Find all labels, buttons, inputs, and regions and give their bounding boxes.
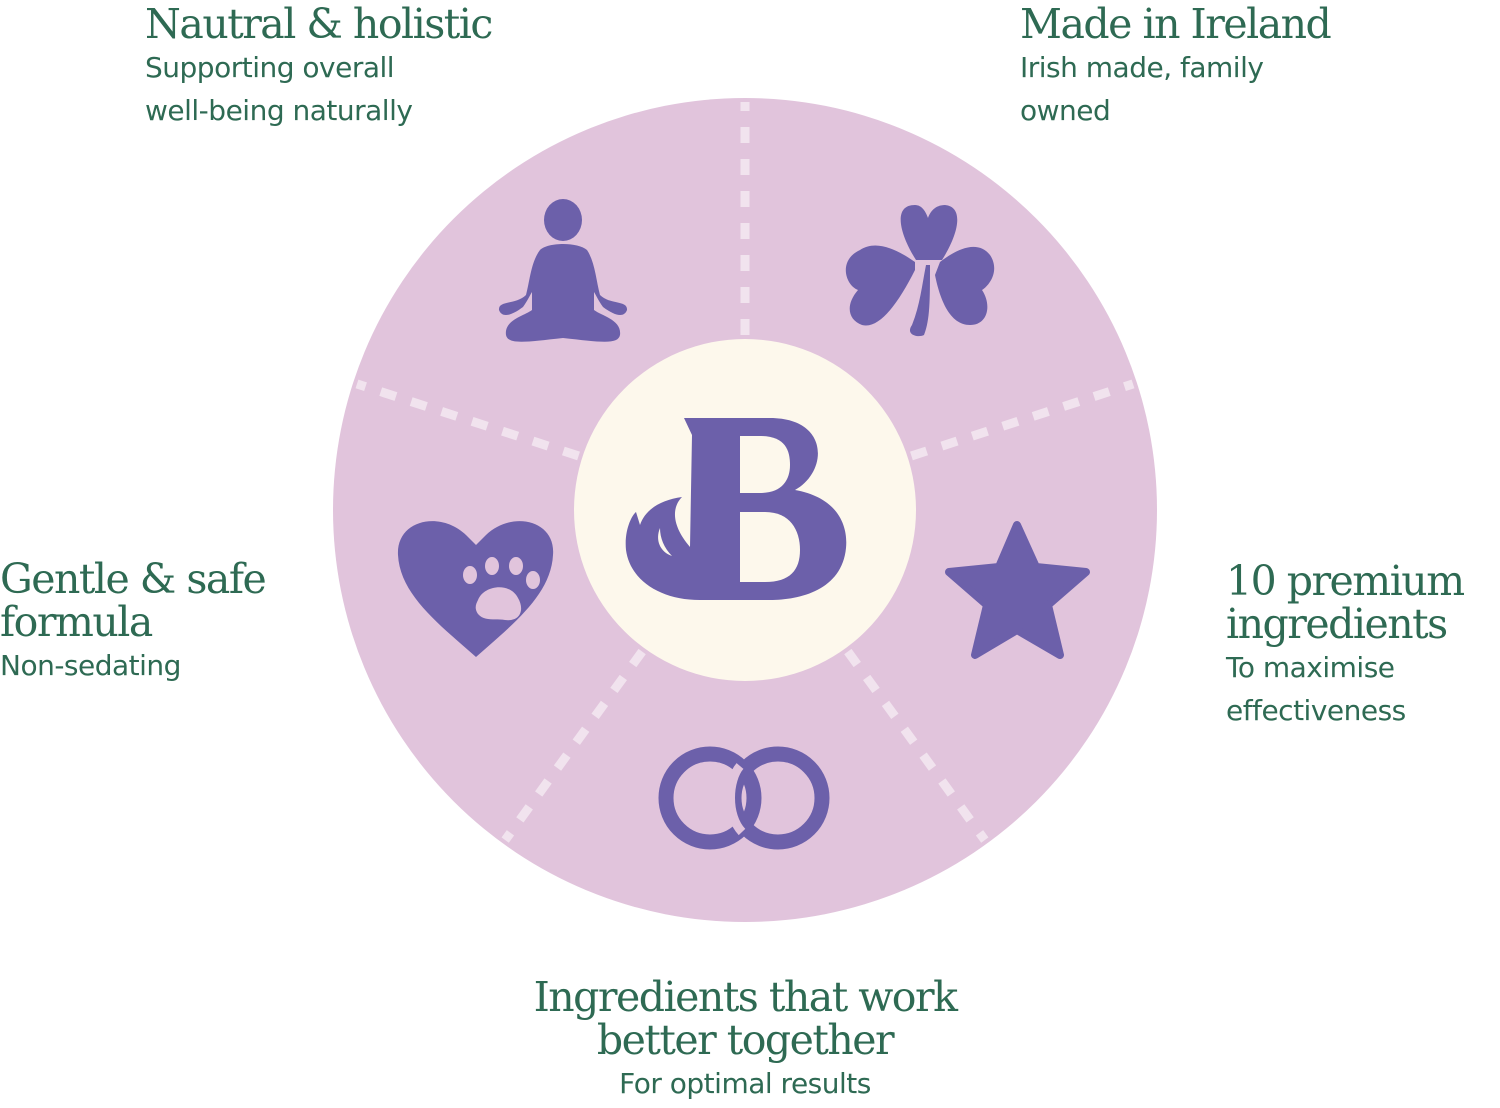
feature-subtitle-line: Non-sedating [0,649,181,682]
feature-title: Gentle & safe [0,555,267,603]
feature-title: Made in Ireland [1020,0,1332,48]
feature-made-in-ireland: Made in Ireland Irish made, family owned [1020,0,1332,132]
linked-rings-icon [658,746,830,850]
feature-subtitle-line: Supporting overall [145,51,395,84]
star-icon [945,521,1090,659]
divider-line [910,379,1135,461]
feature-gentle-safe: Gentle & safe formula Non-sedating [0,555,267,687]
segment-dividers [355,102,1135,843]
feature-subtitle-line: Irish made, family [1020,51,1264,84]
meditation-icon [498,199,628,342]
feature-subtitle-line: well-being naturally [145,94,413,127]
feature-work-together: Ingredients that work better together Fo… [445,976,1045,1105]
feature-title: 10 premium [1226,557,1465,605]
feature-subtitle-line: For optimal results [619,1067,871,1100]
feature-title: Nautral & holistic [145,0,493,48]
shamrock-icon [845,205,995,337]
divider-line [501,648,646,843]
feature-subtitle-line: owned [1020,94,1111,127]
divider-line [355,379,580,461]
feature-premium-ingredients: 10 premium ingredients To maximise effec… [1226,557,1465,732]
heart-paw-icon [397,521,554,657]
feature-title: better together [596,1016,895,1064]
feature-title: formula [0,598,153,646]
brand-logo [625,418,847,600]
divider-line [844,648,989,843]
feature-subtitle-line: effectiveness [1226,694,1406,727]
feature-title: ingredients [1226,600,1448,648]
feature-subtitle-line: To maximise [1226,651,1395,684]
feature-natural-holistic: Nautral & holistic Supporting overall we… [145,0,493,132]
feature-title: Ingredients that work [533,973,958,1021]
